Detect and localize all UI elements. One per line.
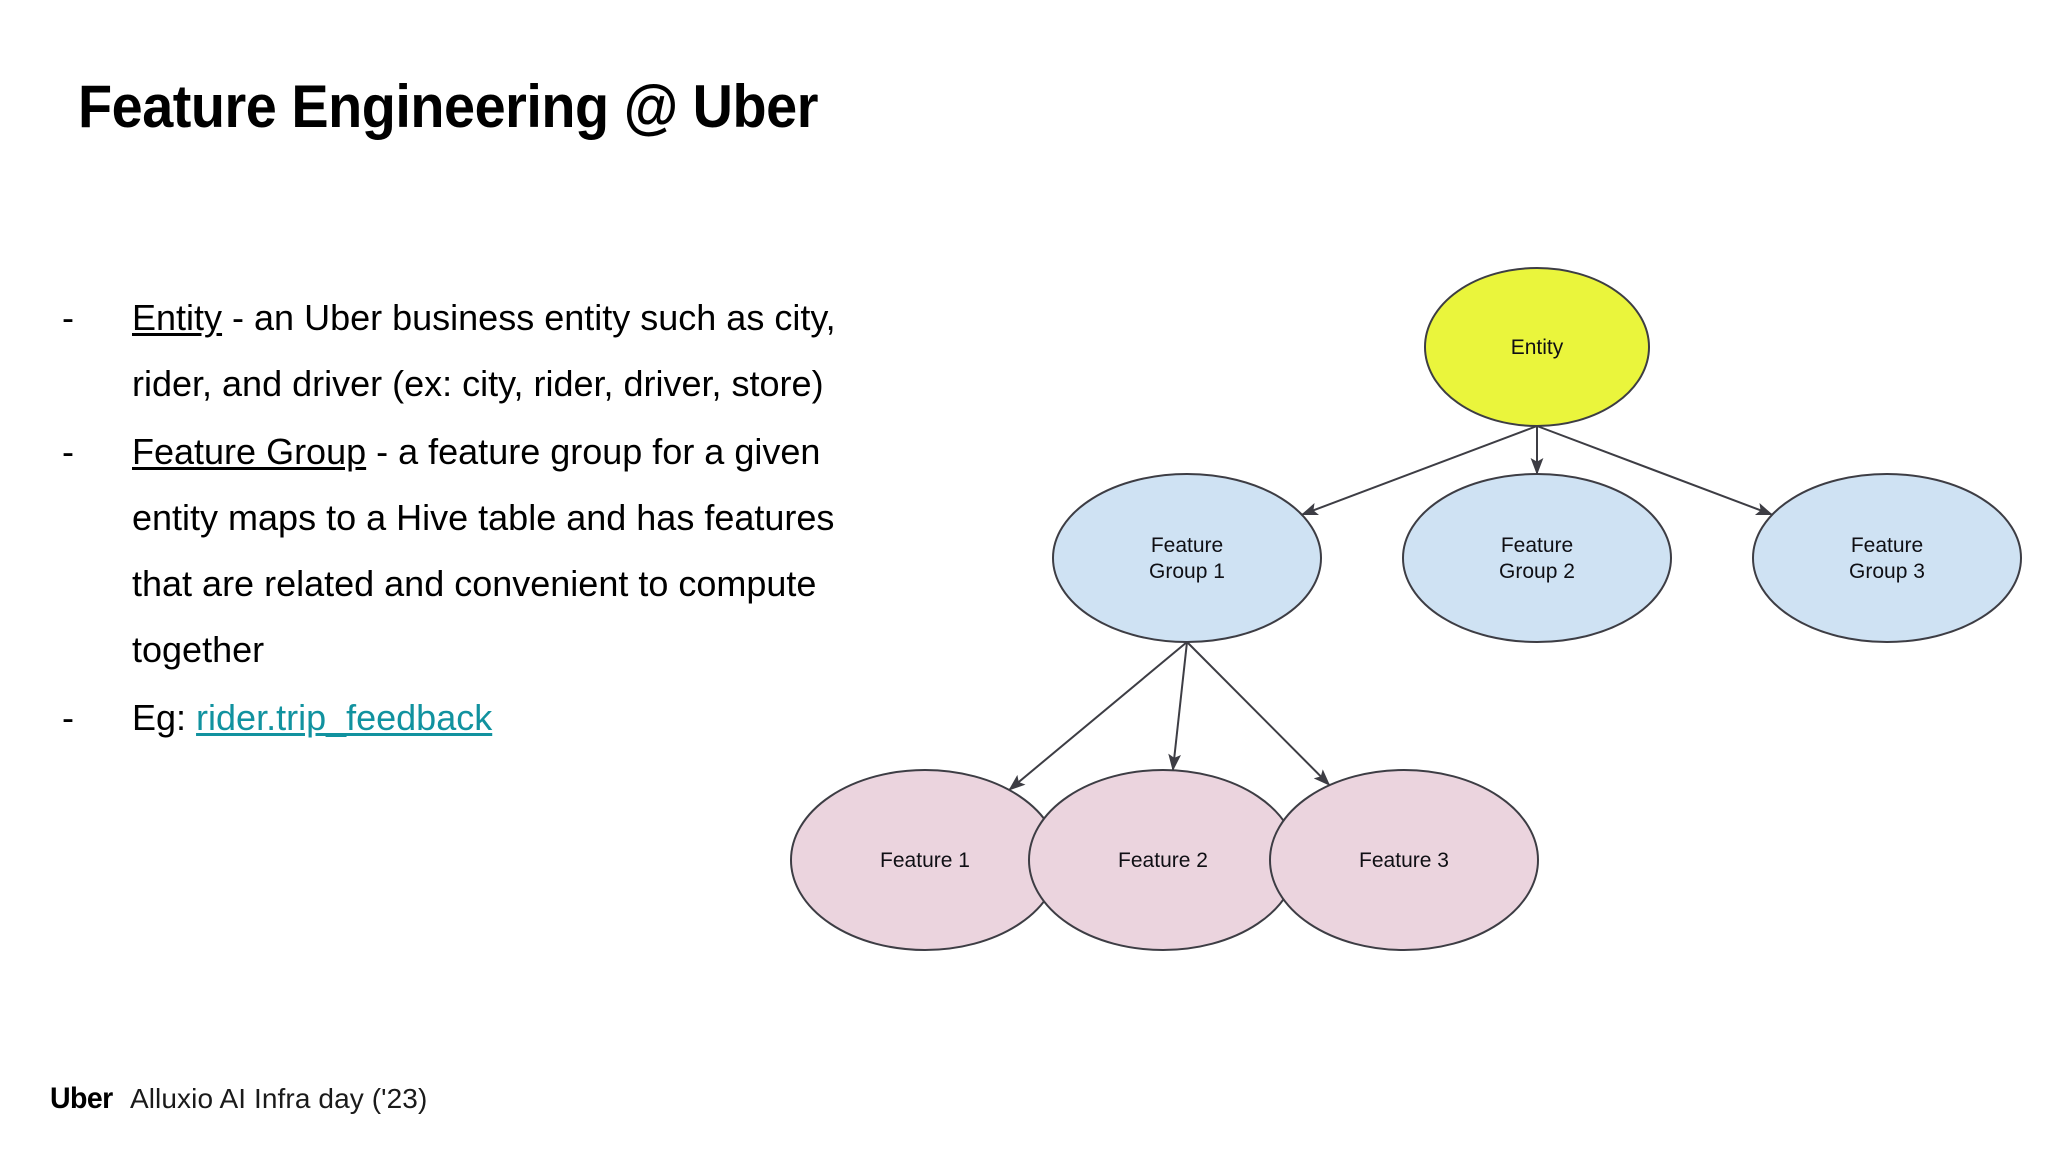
bullet-body-feature-group: - a feature group for a given entity map… [132,431,835,670]
edge-feature-group-1-to-feature-3 [1186,641,1331,786]
node-label-feature-group-3: Group 3 [1849,560,1925,583]
bullet-body-entity: - an Uber business entity such as city, … [132,297,836,404]
node-label-feature-3: Feature 3 [1359,849,1449,872]
node-label-feature-group-2: Group 2 [1499,560,1575,583]
node-label-feature-group-1: Group 1 [1149,560,1225,583]
bullet-term-entity: Entity [132,297,223,338]
edge-entity-to-feature-group-3 [1536,425,1774,516]
node-label-feature-group-1: Feature [1151,534,1223,557]
node-feature-2[interactable]: Feature 2 [1028,769,1298,951]
node-shape-feature-group-3 [1752,473,2022,643]
uber-logo: Uber [50,1082,113,1115]
list-item: - Eg: rider.trip_feedback [62,685,852,751]
bullet-prefix-eg: Eg: [132,697,197,738]
node-shape-feature-3 [1269,769,1539,951]
bullet-list: - Entity - an Uber business entity such … [62,285,852,753]
node-entity[interactable]: Entity [1424,267,1650,427]
node-label-feature-group-3: Feature [1851,534,1923,557]
page-title: Feature Engineering @ Uber [78,73,818,140]
node-label-feature-1: Feature 1 [880,849,970,872]
bullet-marker: - [62,297,74,338]
node-feature-3[interactable]: Feature 3 [1269,769,1539,951]
node-shape-feature-group-1 [1052,473,1322,643]
bullet-text: Feature Group - a feature group for a gi… [132,419,852,683]
rider-trip-feedback-link[interactable]: rider.trip_feedback [196,697,493,738]
edge-entity-to-feature-group-1 [1300,425,1538,516]
bullet-text: Eg: rider.trip_feedback [132,685,852,751]
bullet-text: Entity - an Uber business entity such as… [132,285,852,417]
list-item: - Feature Group - a feature group for a … [62,419,852,683]
node-label-feature-2: Feature 2 [1118,849,1208,872]
bullet-marker: - [62,697,74,738]
bullet-term-feature-group: Feature Group [132,431,367,472]
node-label-entity: Entity [1511,336,1564,359]
list-item: - Entity - an Uber business entity such … [62,285,852,417]
edge-layer [1008,425,1774,791]
edge-feature-group-1-to-feature-1 [1008,641,1188,791]
node-shape-entity [1424,267,1650,427]
bullet-marker: - [62,431,74,472]
footer: Uber Alluxio AI Infra day ('23) [50,1082,427,1116]
edge-feature-group-1-to-feature-2 [1168,641,1188,772]
node-label-feature-group-2: Feature [1501,534,1573,557]
node-shape-feature-group-2 [1402,473,1672,643]
node-feature-1[interactable]: Feature 1 [790,769,1060,951]
footer-event-label: Alluxio AI Infra day ('23) [129,1083,428,1114]
